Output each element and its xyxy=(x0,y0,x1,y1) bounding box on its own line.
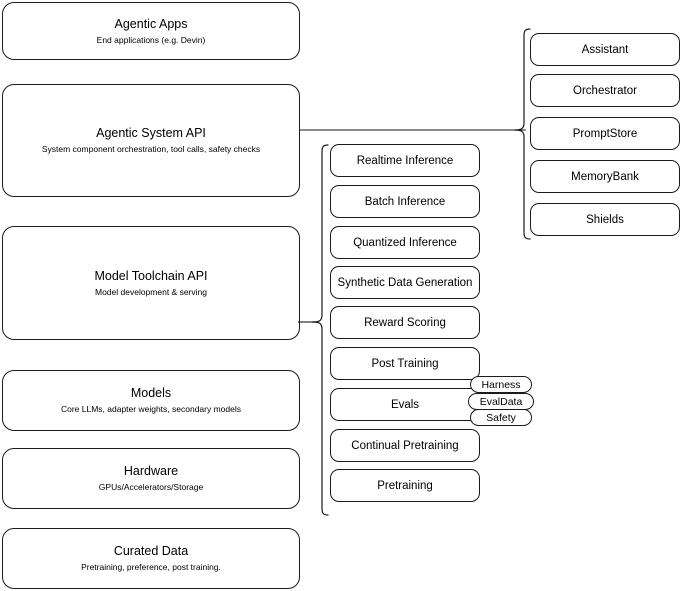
capability-label: Assistant xyxy=(581,43,629,56)
capability-label: Synthetic Data Generation xyxy=(337,276,473,289)
stack-box-subtitle: System component orchestration, tool cal… xyxy=(41,144,261,154)
evals-badge-label: Harness xyxy=(481,378,521,391)
stack-box-title: Model Toolchain API xyxy=(94,268,208,283)
evals-badge-label: EvalData xyxy=(479,395,523,408)
stack-box-model-toolchain-api[interactable]: Model Toolchain API Model development & … xyxy=(2,226,300,340)
stack-box-curated-data[interactable]: Curated Data Pretraining, preference, po… xyxy=(2,528,300,589)
evals-badge-evaldata[interactable]: EvalData xyxy=(468,393,534,410)
capability-label: MemoryBank xyxy=(571,170,639,183)
stack-box-models[interactable]: Models Core LLMs, adapter weights, secon… xyxy=(2,370,300,431)
stack-box-subtitle: Pretraining, preference, post training. xyxy=(81,562,221,572)
capability-box-reward-scoring[interactable]: Reward Scoring xyxy=(330,306,480,339)
capability-box-quantized-inference[interactable]: Quantized Inference xyxy=(330,226,480,259)
capability-label: PromptStore xyxy=(572,127,638,140)
stack-box-title: Models xyxy=(130,386,172,400)
connector-model-toolchain-api-to-middle-group xyxy=(298,316,314,328)
capability-box-batch-inference[interactable]: Batch Inference xyxy=(330,185,480,218)
stack-box-title: Agentic Apps xyxy=(114,16,188,31)
stack-box-hardware[interactable]: Hardware GPUs/Accelerators/Storage xyxy=(2,448,300,509)
stack-box-title: Agentic System API xyxy=(96,126,206,140)
capability-box-memorybank[interactable]: MemoryBank xyxy=(530,160,680,193)
capability-label: Post Training xyxy=(371,357,439,370)
evals-badge-harness[interactable]: Harness xyxy=(470,376,532,393)
stack-box-subtitle: GPUs/Accelerators/Storage xyxy=(98,482,204,492)
stack-box-title: Curated Data xyxy=(113,544,189,558)
brace-right-group xyxy=(512,28,532,240)
capability-box-pretraining[interactable]: Pretraining xyxy=(330,469,480,502)
brace-middle-group xyxy=(310,144,330,516)
stack-box-subtitle: End applications (e.g. Devin) xyxy=(96,34,206,45)
capability-label: Evals xyxy=(390,398,420,411)
capability-label: Reward Scoring xyxy=(364,316,446,329)
capability-box-orchestrator[interactable]: Orchestrator xyxy=(530,74,680,107)
capability-label: Orchestrator xyxy=(573,84,637,97)
capability-label: Realtime Inference xyxy=(356,154,454,167)
capability-box-realtime-inference[interactable]: Realtime Inference xyxy=(330,144,480,177)
evals-badge-safety[interactable]: Safety xyxy=(470,409,532,426)
stack-box-agentic-apps[interactable]: Agentic Apps End applications (e.g. Devi… xyxy=(2,2,300,60)
capability-label: Continual Pretraining xyxy=(351,439,459,452)
capability-label: Quantized Inference xyxy=(353,236,457,249)
capability-box-shields[interactable]: Shields xyxy=(530,203,680,236)
stack-box-agentic-system-api[interactable]: Agentic System API System component orch… xyxy=(2,84,300,197)
capability-label: Shields xyxy=(586,213,624,226)
capability-box-assistant[interactable]: Assistant xyxy=(530,33,680,66)
stack-box-subtitle: Core LLMs, adapter weights, secondary mo… xyxy=(60,404,241,414)
stack-box-title: Hardware xyxy=(123,464,179,478)
capability-box-evals[interactable]: Evals xyxy=(330,388,480,421)
connector-agentic-system-api-to-right-group xyxy=(300,124,526,136)
evals-badge-label: Safety xyxy=(486,411,516,424)
capability-box-promptstore[interactable]: PromptStore xyxy=(530,117,680,150)
capability-box-continual-pretraining[interactable]: Continual Pretraining xyxy=(330,429,480,462)
capability-label: Pretraining xyxy=(377,479,433,492)
capability-box-synthetic-data-generation[interactable]: Synthetic Data Generation xyxy=(330,266,480,299)
stack-box-subtitle: Model development & serving xyxy=(95,286,207,297)
capability-label: Batch Inference xyxy=(364,195,446,208)
capability-box-post-training[interactable]: Post Training xyxy=(330,347,480,380)
